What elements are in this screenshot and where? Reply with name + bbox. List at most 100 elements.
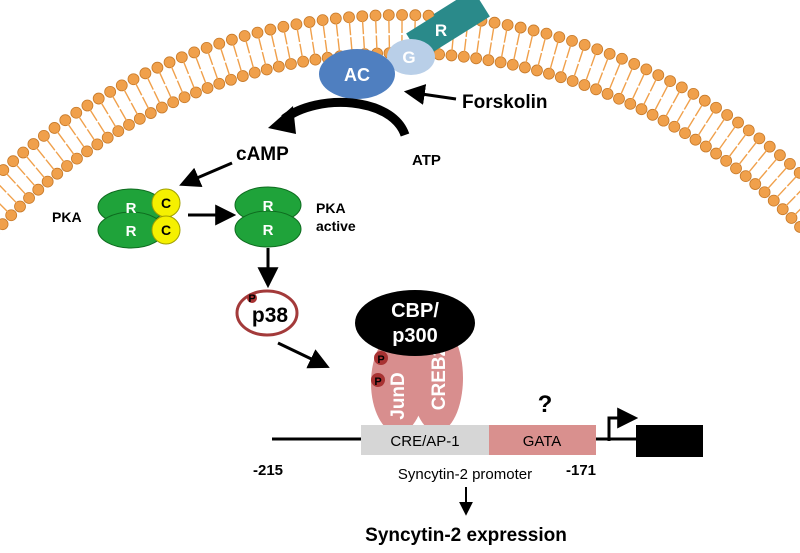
lipid-tail	[25, 155, 36, 167]
lipid-head	[732, 116, 744, 129]
lipid-tail	[716, 118, 725, 131]
lipid-tail	[46, 139, 56, 151]
lipid-tail	[747, 141, 757, 154]
lipid-tail	[476, 40, 480, 54]
lipid-head	[92, 92, 105, 105]
lipid-tail	[757, 150, 768, 162]
lipid-head	[139, 67, 152, 80]
lipid-head	[5, 209, 18, 222]
lipid-head	[554, 71, 567, 84]
lipid-head	[710, 147, 722, 160]
lipid-head	[285, 58, 297, 70]
lipid-head	[482, 54, 495, 67]
lipid-head	[225, 33, 238, 46]
cre-ap1-element	[361, 425, 489, 455]
lipid-head	[0, 218, 9, 231]
lipid-tail	[45, 159, 55, 171]
lipid-tail	[0, 184, 7, 193]
lipid-head	[188, 46, 201, 59]
lipid-tail	[165, 85, 172, 98]
lipid-tail	[362, 36, 366, 50]
lipid-head	[776, 203, 789, 216]
lipid-tail	[597, 72, 604, 85]
lipid-head	[501, 19, 514, 31]
cre-ap1-label: CRE/AP-1	[390, 433, 459, 450]
lipid-tail	[541, 38, 546, 52]
lipid-head	[566, 34, 578, 47]
lipid-tail	[78, 116, 87, 129]
lipid-tail	[324, 39, 328, 53]
lipid-head	[201, 82, 214, 94]
lipid-tail	[727, 126, 736, 138]
lipid-head	[163, 56, 176, 69]
lipid-tail	[188, 75, 195, 89]
g-protein	[387, 39, 435, 75]
forskolin-label: Forskolin	[462, 92, 548, 113]
lipid-head	[382, 9, 395, 22]
lipid-head	[753, 132, 766, 145]
lipid-tail	[130, 102, 139, 115]
lipid-tail	[245, 40, 251, 54]
jund-phosphate	[374, 351, 388, 365]
lipid-tail	[76, 136, 85, 148]
lipid-tail	[141, 96, 150, 109]
lipid-head	[213, 77, 226, 90]
lipid-tail	[36, 147, 46, 159]
g-protein-label: G	[402, 48, 415, 67]
lipid-head	[112, 125, 125, 138]
lipid-head	[343, 11, 355, 24]
lipid-head	[514, 21, 527, 34]
jund-label: JunD	[388, 372, 409, 420]
lipid-head	[0, 164, 10, 176]
lipid-tail	[224, 62, 231, 76]
lipid-tail	[620, 81, 627, 95]
lipid-tail	[153, 91, 161, 104]
lipid-head	[264, 23, 277, 36]
lipid-head	[303, 16, 316, 28]
lipid-tail	[361, 21, 365, 35]
lipid-tail	[638, 73, 645, 87]
lipid-tail	[748, 161, 758, 173]
lipid-tail	[649, 79, 657, 92]
lipid-tail	[258, 37, 263, 51]
lipid-tail	[757, 169, 768, 181]
atp-to-camp-curve	[281, 98, 410, 137]
lipid-head	[290, 18, 303, 31]
lipid-head	[664, 75, 677, 87]
lipid-head	[396, 9, 408, 21]
adenylyl-cyclase-label: AC	[344, 65, 370, 85]
lipid-tail	[573, 63, 580, 77]
lipid-head	[104, 85, 117, 98]
lipid-head	[553, 31, 566, 44]
lipid-head	[763, 140, 776, 153]
lipid-tail	[728, 145, 738, 158]
lipid-head	[767, 194, 780, 207]
lipid-tail	[375, 35, 378, 49]
lipid-tail	[516, 32, 521, 46]
lipid-head	[225, 73, 237, 86]
lipid-head	[730, 162, 742, 175]
receptor: R	[406, 0, 490, 59]
lipid-tail	[25, 175, 36, 187]
lipid-head	[41, 175, 54, 188]
lipid-tail	[200, 70, 207, 84]
lipid-tail	[286, 46, 291, 60]
lipid-head	[506, 58, 519, 71]
lipid-head	[71, 152, 83, 165]
gata-label: GATA	[523, 433, 562, 450]
lipid-tail	[686, 117, 695, 130]
lipid-head	[409, 9, 422, 22]
lipid-head	[48, 122, 61, 134]
lipid-tail	[337, 38, 341, 52]
lipid-head	[601, 88, 614, 100]
lipid-head	[793, 166, 800, 179]
lipid-head	[27, 138, 40, 150]
lipid-head	[519, 61, 531, 74]
lipid-tail	[705, 111, 714, 124]
lipid-tail	[513, 46, 518, 61]
lipid-tail	[786, 176, 797, 187]
lipid-head	[699, 140, 712, 153]
lipid-tail	[614, 63, 621, 76]
lipid-tail	[56, 131, 66, 143]
lipid-head	[213, 37, 226, 50]
